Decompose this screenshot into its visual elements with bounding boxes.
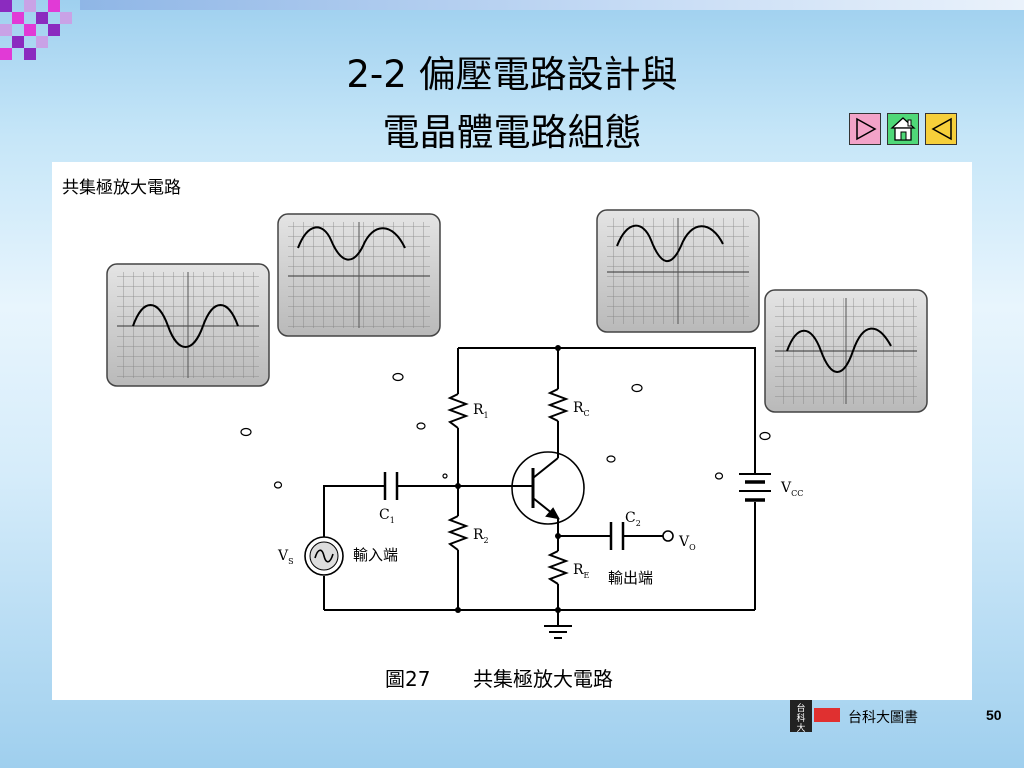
prev-button[interactable] [925,113,957,145]
home-icon [890,117,916,141]
nav-buttons [849,113,957,145]
publisher-logo: 台 科 大 [790,700,842,734]
corner-decoration [0,0,78,62]
play-left-icon [931,117,952,141]
slide-title-line2: 電晶體電路組態 [382,111,642,154]
label-re: RE [573,562,590,580]
label-vcc: VCC [780,480,803,498]
oscilloscope-output [764,289,928,413]
label-vs: VS [277,548,294,566]
label-rc: RC [573,400,590,418]
svg-text:大: 大 [796,722,805,732]
section-subtitle: 共集極放大電路 [62,178,181,198]
component-labels: R1 RC R2 RE C1 C2 VCC VS VO [277,400,803,580]
label-c1: C1 [379,507,395,525]
circuit-figure: R1 RC R2 RE C1 C2 VCC VS VO 輸入端 輸出端 圖27 … [103,206,931,694]
home-button[interactable] [887,113,919,145]
common-collector-circuit-diagram: R1 RC R2 RE C1 C2 VCC VS VO 輸入端 輸出端 圖27 … [106,209,928,691]
figure-caption-text: 共集極放大電路 [473,667,613,691]
svg-text:台: 台 [796,702,805,714]
publisher-name: 台科大圖書 [848,710,918,726]
label-input-terminal: 輸入端 [353,546,398,564]
top-stripe [80,0,1024,10]
resistors [447,388,569,585]
play-right-icon [856,117,877,141]
oscilloscope-base [277,213,441,337]
resistor-re [547,550,569,585]
next-button[interactable] [849,113,881,145]
label-vo: VO [678,534,696,552]
label-r2: R2 [473,527,489,545]
page-number: 50 [986,707,1002,723]
label-output-terminal: 輸出端 [608,569,653,587]
battery-vcc [739,473,771,502]
ground-icon [544,625,572,639]
resistor-rc [547,388,569,422]
circuit-wires [323,347,756,626]
oscilloscope-collector [596,209,760,333]
output-terminal [662,530,674,542]
figure-caption-number: 圖27 [385,667,430,691]
label-r1: R1 [473,402,489,420]
svg-text:科: 科 [796,712,805,724]
publisher-logo-icon: 台 科 大 [790,700,840,734]
label-c2: C2 [625,510,641,528]
ac-source-vs [304,536,344,576]
slide-title-line1: 2-2 偏壓電路設計與 [346,53,678,96]
junction-dots [455,345,561,613]
resistor-r2 [447,515,469,551]
oscilloscope-input [106,263,270,387]
resistor-r1 [447,393,469,429]
capacitors [383,472,625,550]
transistor-npn [511,451,585,525]
probe-points [240,372,771,489]
